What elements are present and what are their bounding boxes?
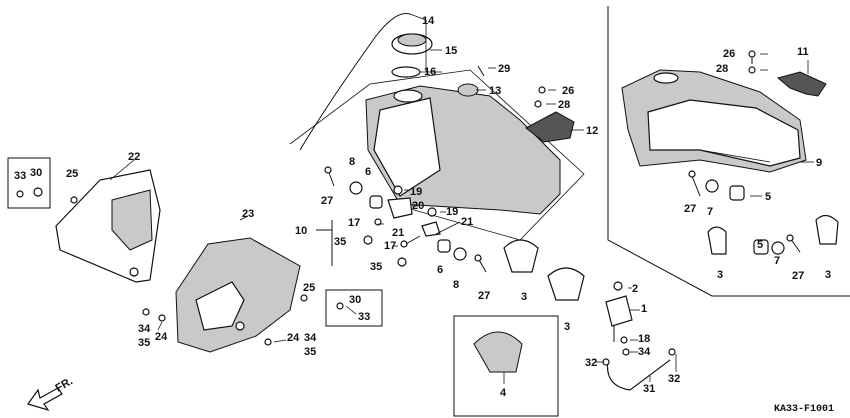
callout-35: 35 [304, 346, 316, 358]
callout-17: 17 [384, 240, 396, 252]
callout-29: 29 [498, 63, 510, 75]
callout-4: 4 [500, 387, 507, 399]
callout-35: 35 [334, 236, 346, 248]
callout-33: 33 [358, 311, 370, 323]
rubber-straps-right [707, 214, 839, 255]
callout-27: 27 [792, 270, 804, 282]
bolt-26-washer-28-mid [534, 86, 546, 108]
callout-7: 7 [707, 206, 713, 218]
callout-2: 2 [632, 283, 638, 295]
callout-35: 35 [370, 261, 382, 273]
bracket-11 [776, 71, 827, 97]
callout-16: 16 [424, 66, 436, 78]
callout-27: 27 [478, 290, 490, 302]
bolt-26-washer-28 [748, 50, 756, 74]
callout-3: 3 [717, 269, 723, 281]
screw-25-left [70, 196, 78, 204]
callout-34: 34 [138, 323, 151, 335]
front-label: FR. [54, 375, 75, 394]
cushion-13 [457, 83, 479, 97]
callout-24: 24 [287, 332, 300, 344]
diagram-code: KA33-F1001 [774, 404, 834, 415]
callout-21: 21 [392, 227, 404, 239]
callout-25: 25 [303, 282, 315, 294]
callout-35: 35 [138, 337, 150, 349]
callout-10-bracket [316, 220, 333, 266]
fuel-cap-assembly [299, 12, 433, 151]
shroud-22 [55, 169, 161, 283]
alt-fuel-tank [621, 69, 807, 173]
callout-34: 34 [638, 346, 651, 358]
callout-24: 24 [155, 331, 168, 343]
callout-28: 28 [716, 63, 728, 75]
front-arrow-icon [27, 387, 63, 412]
part-4-box [453, 315, 559, 417]
callout-26: 26 [723, 48, 735, 60]
screw-25-mid [300, 294, 308, 302]
callout-20: 20 [412, 200, 424, 212]
callout-34: 34 [304, 332, 317, 344]
fuel-valve-assembly [605, 281, 633, 356]
callout-3: 3 [564, 321, 570, 333]
callout-28: 28 [558, 99, 570, 111]
part-30-33-box-2 [325, 289, 383, 327]
screw-24-35-mid [264, 338, 272, 346]
callout-26: 26 [562, 85, 574, 97]
screws-34-24-left [142, 308, 166, 322]
mount-parts-right [688, 170, 801, 255]
rubber-straps-mid [503, 239, 585, 301]
callout-10: 10 [295, 225, 307, 237]
callout-3: 3 [825, 269, 831, 281]
callout-23: 23 [242, 208, 254, 220]
callout-30: 30 [349, 294, 361, 306]
callout-22: 22 [128, 151, 140, 163]
tank-group-outline [289, 69, 585, 241]
callout-5: 5 [765, 191, 771, 203]
callout-1: 1 [641, 303, 647, 315]
callout-19: 19 [410, 186, 422, 198]
variant-panel-outline [607, 6, 850, 297]
mount-parts-left [324, 166, 487, 273]
callout-32: 32 [585, 357, 597, 369]
bolt-29 [477, 65, 485, 77]
screw-33 [16, 190, 24, 198]
callout-15: 15 [445, 45, 457, 57]
callout-8: 8 [349, 156, 355, 168]
callout-18: 18 [638, 333, 650, 345]
callout-32: 32 [668, 373, 680, 385]
callout-13: 13 [489, 85, 501, 97]
callout-27: 27 [684, 203, 696, 215]
screw-33b [336, 302, 344, 310]
strap-4 [473, 331, 523, 373]
callout-27: 27 [321, 195, 333, 207]
callout-11: 11 [797, 46, 809, 58]
callout-7: 7 [774, 255, 780, 267]
fuel-hose [602, 348, 676, 391]
fuel-tank [365, 85, 561, 215]
callout-5: 5 [757, 239, 763, 251]
callout-30: 30 [30, 167, 42, 179]
washer-30 [33, 187, 43, 197]
leader-lines [109, 13, 814, 384]
callout-21: 21 [461, 216, 473, 228]
callout-19: 19 [446, 206, 458, 218]
shroud-23 [175, 237, 301, 353]
callout-8: 8 [453, 279, 459, 291]
callout-14: 14 [422, 15, 435, 27]
callout-labels: 1 2 3 3 3 3 4 5 5 6 6 7 7 8 8 9 10 11 12… [14, 15, 831, 399]
callout-25: 25 [66, 168, 78, 180]
callout-31: 31 [643, 383, 655, 395]
callout-33: 33 [14, 170, 26, 182]
callout-6: 6 [437, 264, 443, 276]
part-30-33-box [7, 157, 51, 209]
callout-12: 12 [586, 125, 598, 137]
callout-9: 9 [816, 157, 822, 169]
callout-6: 6 [365, 166, 371, 178]
callout-3: 3 [521, 291, 527, 303]
callout-17: 17 [348, 217, 360, 229]
